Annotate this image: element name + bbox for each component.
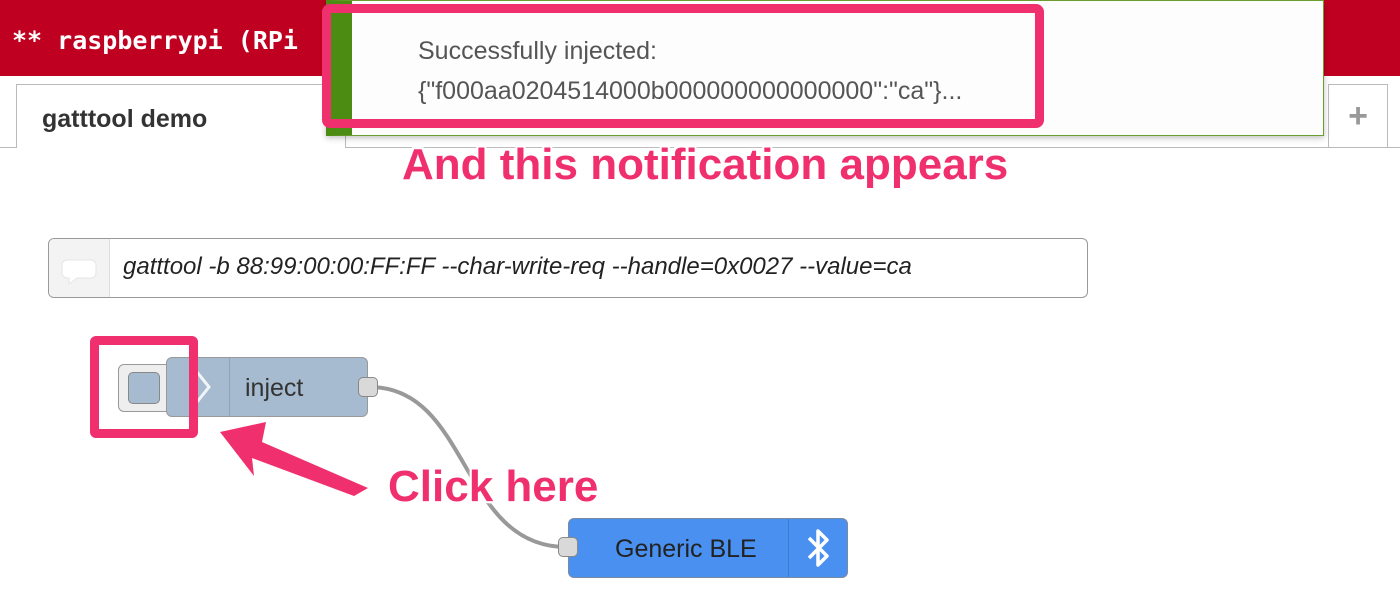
add-tab-button[interactable]: + [1328, 84, 1388, 148]
generic-ble-node[interactable]: Generic BLE [568, 518, 848, 578]
inject-notification: Successfully injected: {"f000aa020451400… [326, 0, 1324, 136]
click-callout: Click here [388, 462, 599, 511]
wire-inject-to-ble [369, 385, 567, 549]
ble-input-port[interactable] [558, 537, 578, 557]
workspace-tabs: gatttool demo + [0, 84, 1400, 148]
comment-icon [49, 239, 110, 297]
inject-trigger-square [128, 372, 160, 404]
comment-text: gatttool -b 88:99:00:00:FF:FF --char-wri… [123, 253, 912, 280]
app-title: ** raspberrypi (RPi [12, 26, 298, 55]
ble-label: Generic BLE [615, 535, 757, 563]
notification-callout: And this notification appears [402, 140, 1009, 189]
inject-label: inject [245, 374, 304, 402]
tab-label: gatttool demo [42, 105, 208, 133]
arrow-in-icon [167, 358, 230, 416]
inject-node[interactable]: inject [166, 357, 368, 417]
inject-button-highlight-box [90, 336, 198, 438]
notification-highlight-box [322, 4, 1044, 128]
tab-gatttool-demo[interactable]: gatttool demo [16, 84, 346, 148]
notification-payload: {"f000aa0204514000b000000000000000":"ca"… [418, 77, 963, 105]
pointer-arrow [220, 422, 368, 496]
bluetooth-icon [788, 519, 847, 577]
inject-output-port[interactable] [358, 377, 378, 397]
notification-title: Successfully injected: [418, 37, 658, 65]
comment-node[interactable]: gatttool -b 88:99:00:00:FF:FF --char-wri… [48, 238, 1088, 298]
